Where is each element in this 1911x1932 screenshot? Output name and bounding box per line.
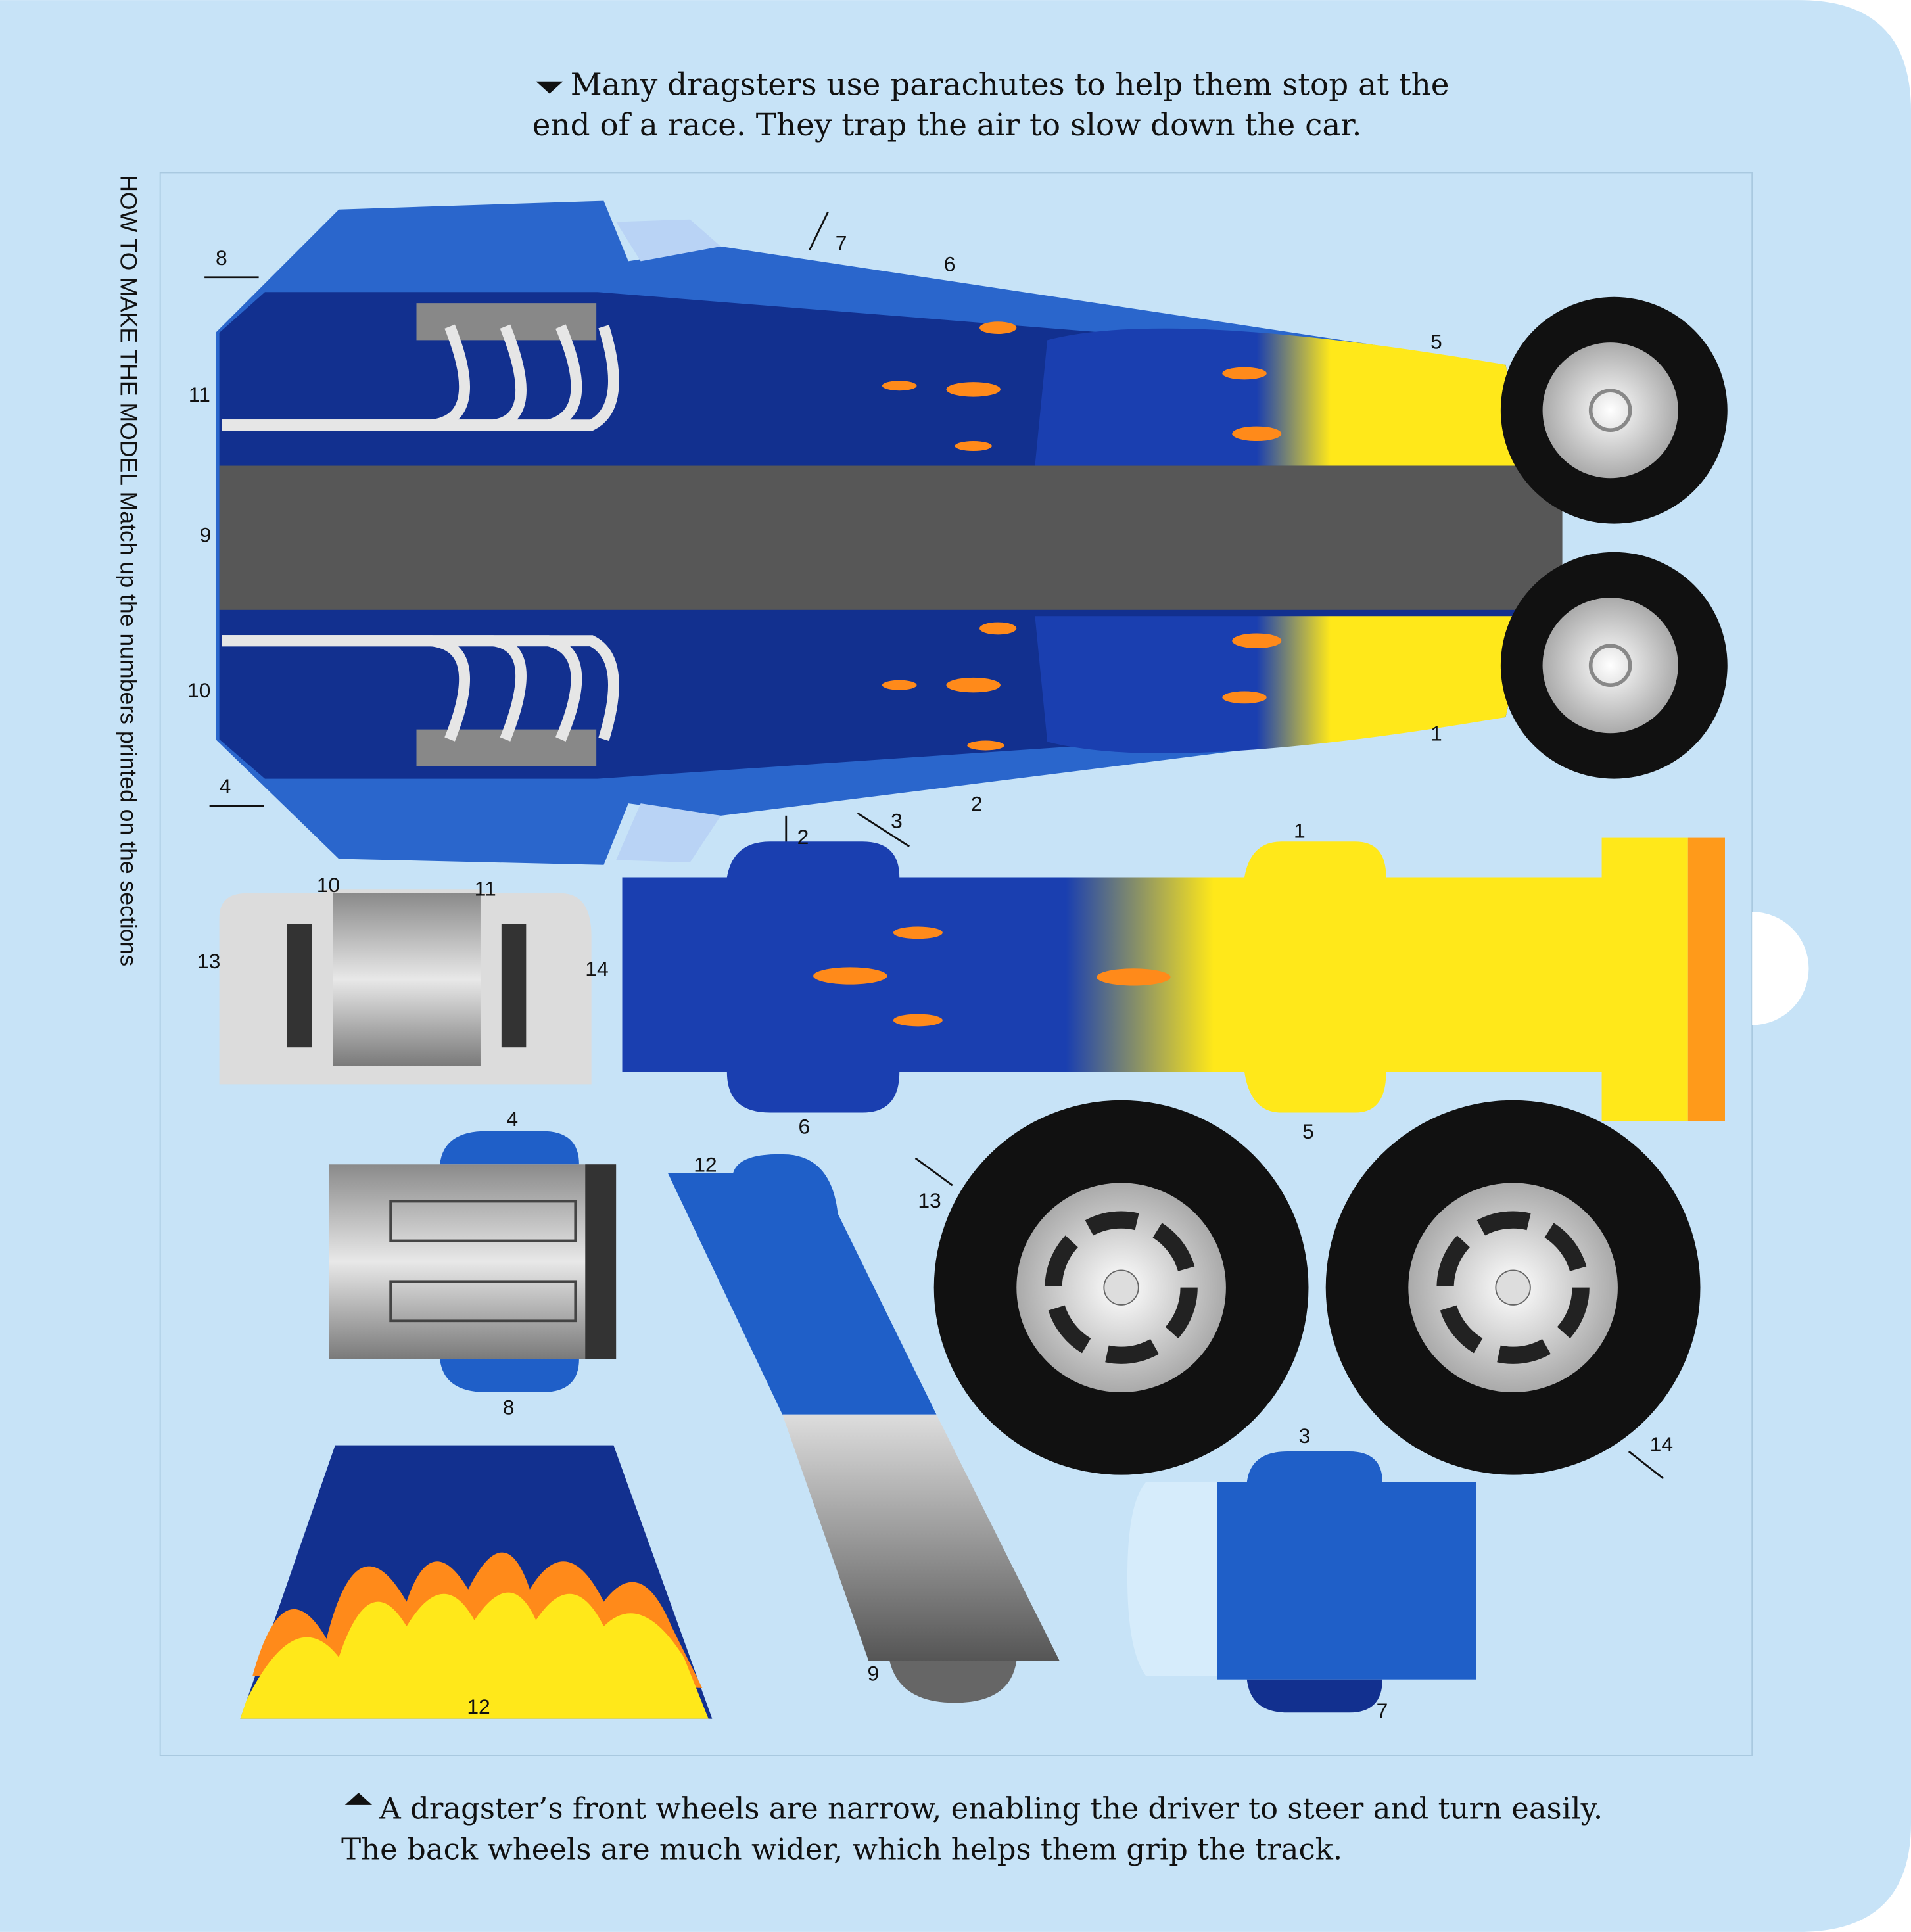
- label: 11: [189, 383, 210, 406]
- tab-notch: [1752, 912, 1809, 1025]
- label: 5: [1430, 329, 1442, 353]
- label: 5: [1302, 1119, 1314, 1143]
- bottom-caption-line1: A dragster’s front wheels are narrow, en…: [379, 1791, 1603, 1826]
- label: 9: [867, 1662, 879, 1685]
- label: 2: [797, 825, 809, 849]
- rear-wheel-right: [1325, 1100, 1701, 1475]
- strut-piece: [667, 1154, 1060, 1703]
- rear-wheel-left: [933, 1100, 1309, 1475]
- engine-piece: [329, 1131, 617, 1392]
- side-instructions: HOW TO MAKE THE MODEL Match up the numbe…: [116, 175, 142, 966]
- part-number-labels: 8 7 6 5 11 9 10 4 1 2 3 2 10 11 13 14 1 …: [187, 231, 1673, 1722]
- label: 12: [467, 1695, 490, 1718]
- down-triangle-icon: [536, 81, 563, 94]
- top-caption-line2: end of a race. They trap the air to slow…: [532, 108, 1362, 143]
- exhaust-pipes-top: [222, 303, 619, 431]
- label: 8: [216, 246, 227, 270]
- up-triangle-icon: [344, 1793, 373, 1805]
- label: 13: [197, 949, 220, 973]
- label: 11: [475, 877, 496, 901]
- arrows: [204, 211, 1664, 1480]
- chassis-piece: [622, 837, 1725, 1121]
- bottom-caption-line2: The back wheels are much wider, which he…: [341, 1831, 1342, 1866]
- label: 14: [585, 956, 608, 980]
- seat-piece: [1127, 1451, 1476, 1713]
- label: 2: [971, 791, 983, 815]
- label: 7: [836, 231, 847, 255]
- exhaust-pipes-bottom: [222, 635, 619, 766]
- label: 12: [694, 1153, 717, 1177]
- label: 3: [1298, 1424, 1310, 1448]
- label: 8: [503, 1396, 515, 1419]
- label: 4: [220, 774, 231, 798]
- hood-piece: [240, 1445, 713, 1719]
- label: 13: [918, 1189, 941, 1212]
- engine-plate-piece: [219, 889, 592, 1085]
- label: 1: [1430, 722, 1442, 745]
- front-wheel-top: [1500, 296, 1728, 524]
- body-piece: [215, 200, 1563, 865]
- label: 6: [944, 252, 956, 275]
- front-wheel-bottom: [1500, 552, 1728, 779]
- label: 10: [187, 678, 210, 702]
- label: 10: [317, 873, 340, 897]
- label: 9: [200, 523, 212, 547]
- label: 6: [799, 1114, 811, 1138]
- top-caption-line1: Many dragsters use parachutes to help th…: [571, 67, 1450, 103]
- label: 14: [1650, 1432, 1673, 1456]
- label: 7: [1377, 1699, 1388, 1722]
- label: 4: [506, 1107, 518, 1131]
- label: 3: [891, 809, 903, 833]
- label: 1: [1294, 819, 1306, 843]
